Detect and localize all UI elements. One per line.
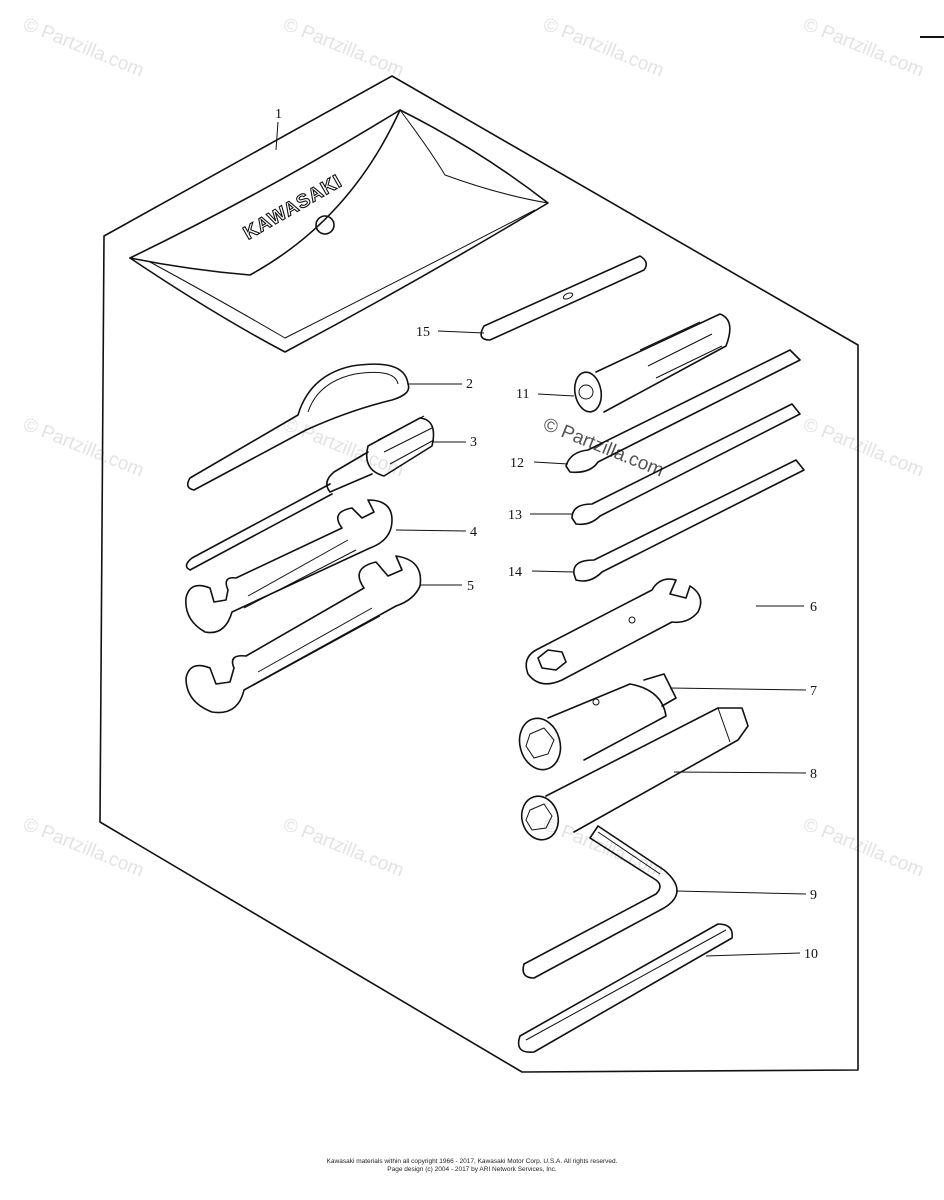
callout-13[interactable]: 13: [508, 508, 522, 523]
toolkit-boundary: [99, 75, 859, 1073]
leader-line: [531, 570, 575, 573]
part-1-tool-pouch[interactable]: KAWASAKI: [129, 109, 549, 353]
leader-line: [395, 529, 467, 532]
callout-5[interactable]: 5: [467, 579, 474, 594]
callout-11[interactable]: 11: [516, 387, 529, 402]
part-11-driver-handle[interactable]: [572, 313, 731, 414]
callout-3[interactable]: 3: [470, 435, 477, 450]
leader-line: [673, 771, 807, 774]
leader-line: [537, 393, 575, 397]
copyright-footer: Kawasaki materials within all copyright …: [0, 1158, 944, 1174]
part-3-screwdriver[interactable]: [185, 415, 435, 571]
part-4-wrench[interactable]: [185, 499, 393, 634]
leader-line: [669, 687, 807, 691]
part-5-wrench[interactable]: [185, 555, 422, 714]
part-2-tool[interactable]: [186, 363, 410, 491]
part-8-plug-socket[interactable]: [517, 707, 749, 844]
part-12-rod[interactable]: [565, 349, 801, 474]
callout-15[interactable]: 15: [416, 325, 430, 340]
part-14-rod[interactable]: [573, 459, 805, 582]
callout-7[interactable]: 7: [810, 684, 817, 699]
pouch-brand-text: KAWASAKI: [240, 171, 346, 244]
part-10-hex-bar[interactable]: [517, 923, 734, 1053]
corner-mark: [920, 36, 944, 38]
callout-14[interactable]: 14: [508, 565, 522, 580]
copyright-line-2: Page design (c) 2004 - 2017 by ARI Netwo…: [387, 1166, 557, 1173]
callout-8[interactable]: 8: [810, 767, 817, 782]
part-13-rod[interactable]: [571, 403, 801, 526]
leader-line: [437, 330, 485, 334]
part-15-flat-bar[interactable]: [480, 255, 648, 341]
callout-12[interactable]: 12: [510, 456, 524, 471]
part-6-box-wrench[interactable]: [525, 578, 702, 685]
leader-line: [533, 461, 569, 465]
callout-4[interactable]: 4: [470, 525, 477, 540]
callout-6[interactable]: 6: [810, 600, 817, 615]
callout-9[interactable]: 9: [810, 888, 817, 903]
part-7-socket[interactable]: [514, 673, 677, 774]
leader-line: [705, 952, 801, 957]
callout-2[interactable]: 2: [466, 377, 473, 392]
part-9-hex-key[interactable]: [522, 825, 678, 979]
callout-1[interactable]: 1: [275, 107, 282, 122]
callout-10[interactable]: 10: [804, 947, 818, 962]
copyright-line-1: Kawasaki materials within all copyright …: [326, 1158, 618, 1165]
leader-line: [275, 121, 279, 151]
leader-line: [675, 890, 807, 895]
